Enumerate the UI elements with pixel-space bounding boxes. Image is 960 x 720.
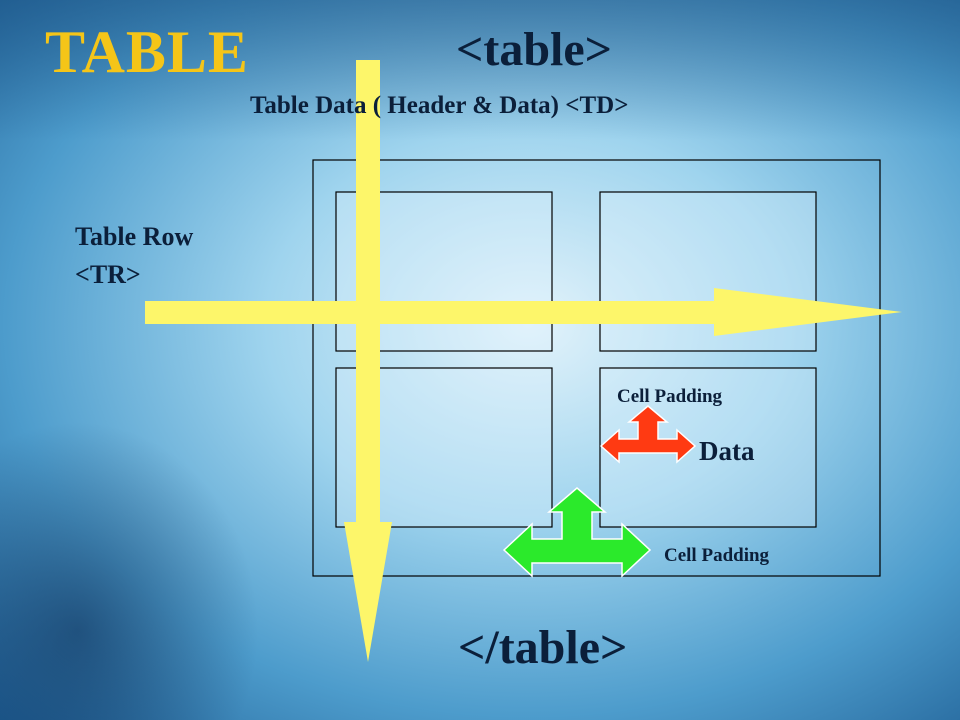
cell-padding-bottom-label: Cell Padding <box>664 545 770 566</box>
outer-table-box <box>312 159 881 577</box>
tr-caption: Table Row <TR> <box>75 218 193 294</box>
cell-padding-top-label: Cell Padding <box>617 386 723 407</box>
tr-caption-line2: <TR> <box>75 260 141 289</box>
background-top-shade <box>0 0 960 140</box>
background-laptop-shade <box>0 420 260 720</box>
table-close-tag: </table> <box>458 621 628 674</box>
td-down-arrow <box>344 60 392 662</box>
slide-title: TABLE <box>45 19 249 85</box>
cell-top-right <box>599 191 817 352</box>
table-open-tag: <table> <box>456 23 613 76</box>
cell-data-label: Data <box>699 436 755 466</box>
cell-padding-red-arrow <box>599 405 697 464</box>
td-caption: Table Data ( Header & Data) <TD> <box>250 92 629 119</box>
cell-padding-green-arrow <box>502 487 652 578</box>
tr-caption-line1: Table Row <box>75 222 194 251</box>
tr-right-arrow <box>145 288 902 336</box>
